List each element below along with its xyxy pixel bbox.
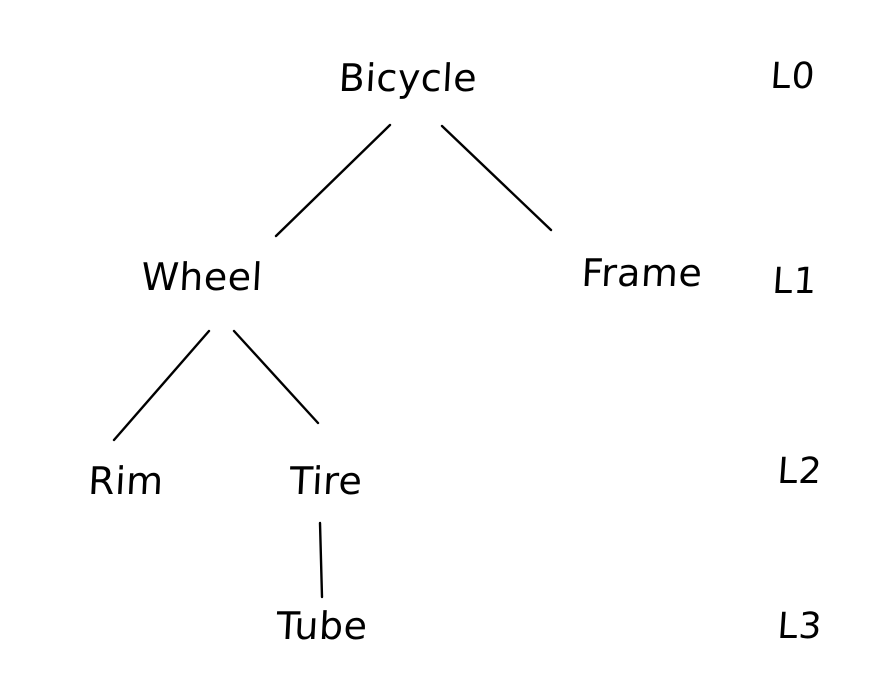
edge-bicycle-wheel (274, 123, 392, 238)
level-label-l1: L1 (771, 261, 819, 302)
node-rim[interactable]: Rim (87, 459, 165, 503)
node-bicycle[interactable]: Bicycle (337, 56, 479, 100)
node-tube[interactable]: Tube (275, 604, 369, 648)
node-wheel[interactable]: Wheel (140, 255, 264, 299)
node-tire[interactable]: Tire (288, 459, 364, 503)
edge-tire-tube (318, 521, 324, 599)
edge-wheel-tire (232, 329, 320, 425)
node-frame[interactable]: Frame (580, 251, 704, 295)
level-label-l2: L2 (776, 451, 824, 492)
level-label-l3: L3 (776, 606, 824, 647)
edge-bicycle-frame (440, 124, 553, 232)
edge-wheel-rim (112, 329, 211, 442)
level-label-l0: L0 (769, 56, 817, 97)
